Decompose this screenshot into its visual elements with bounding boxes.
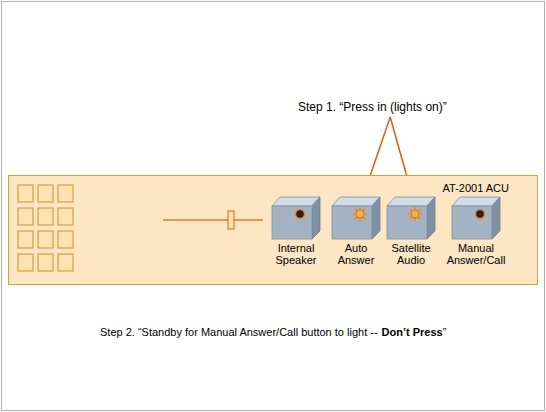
- unlit-lamp: [476, 210, 485, 219]
- lit-lamp: [408, 207, 423, 222]
- push-button: [326, 194, 386, 240]
- panel-button: Internal Speaker: [266, 194, 326, 278]
- unlit-lamp: [296, 210, 305, 219]
- instruction-note: Step 2. “Standby for Manual Answer/Call …: [100, 326, 446, 338]
- push-button: [381, 194, 441, 240]
- push-button: [266, 194, 326, 240]
- instruction-text: Step 2. “Standby for Manual Answer/Call …: [100, 326, 378, 338]
- push-button: [446, 194, 506, 240]
- instruction-note: Step 1. “Press in (lights on)”: [298, 100, 447, 114]
- warning-text: Don’t Press: [382, 326, 443, 338]
- panel-name: AT-2001 ACU: [443, 182, 509, 194]
- button-label: Satellite Audio: [381, 242, 441, 266]
- button-label: Internal Speaker: [266, 242, 326, 266]
- control-unit-panel: AT-2001 ACU Internal SpeakerAuto AnswerSa…: [8, 175, 538, 285]
- button-label: Manual Answer/Call: [446, 242, 506, 266]
- button-label: Auto Answer: [326, 242, 386, 266]
- panel-button: Auto Answer: [326, 194, 386, 278]
- panel-button: Satellite Audio: [381, 194, 441, 278]
- panel-button: Manual Answer/Call: [446, 194, 506, 278]
- instruction-text: ”: [443, 326, 447, 338]
- lit-lamp: [353, 207, 368, 222]
